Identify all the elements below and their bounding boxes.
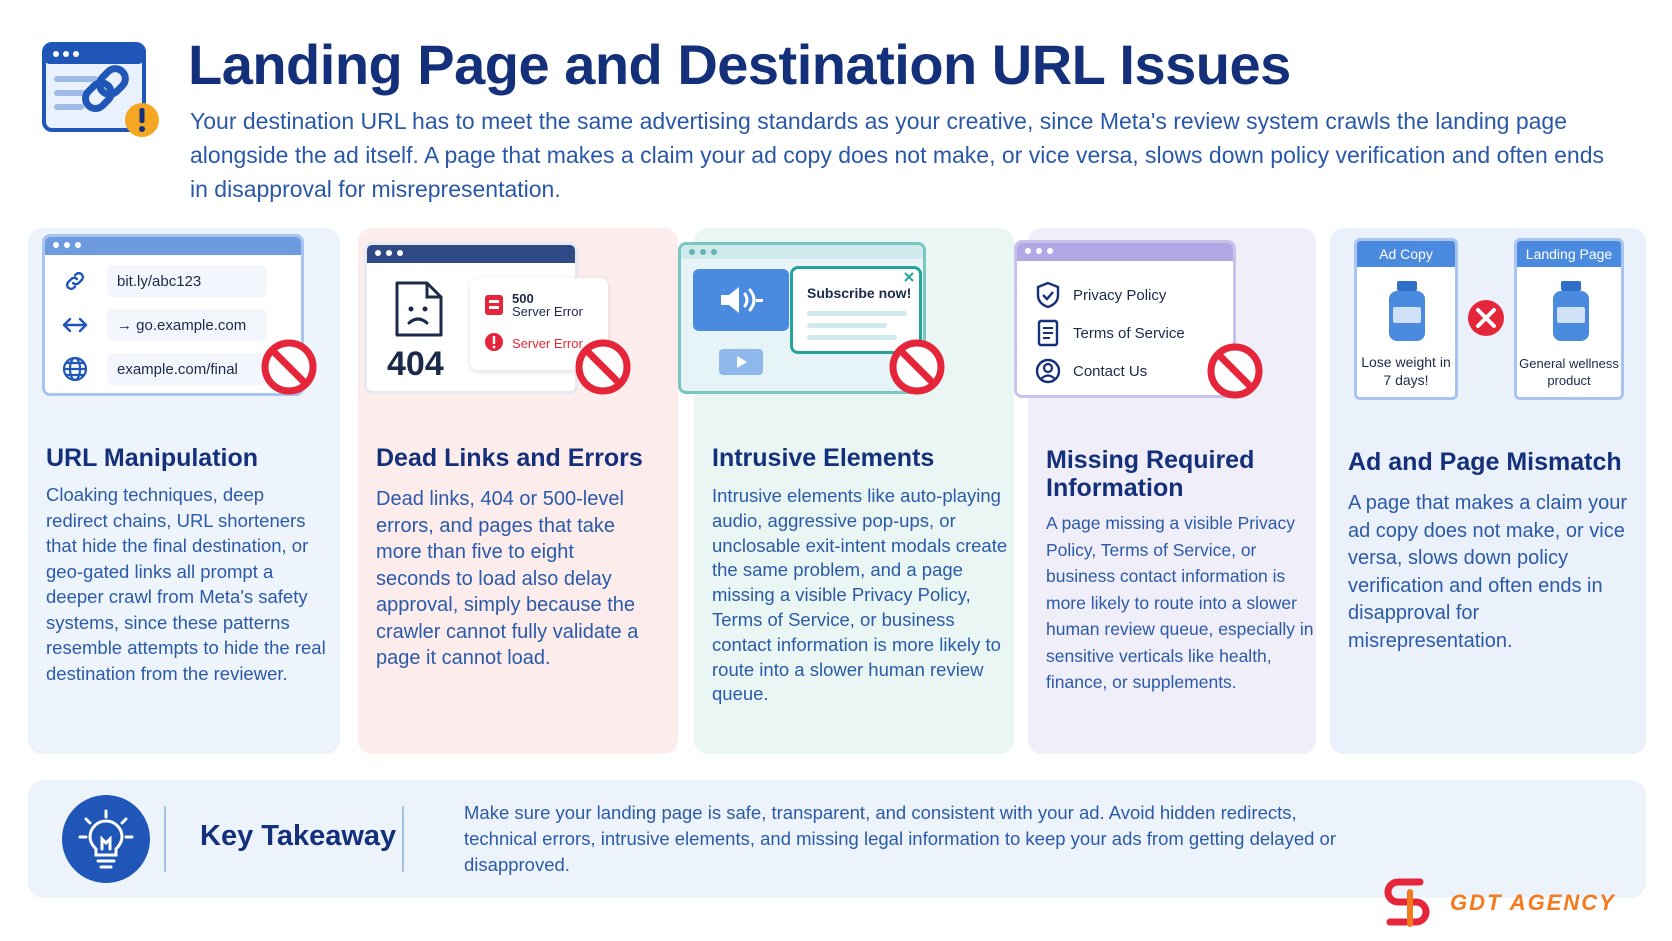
card-title: Ad and Page Mismatch: [1348, 448, 1622, 476]
error-code-404: 404: [387, 345, 444, 383]
shield-icon: [1036, 281, 1060, 309]
bottle-icon: [1553, 281, 1589, 341]
gdt-agency-logo: GDT AGENCY: [1380, 872, 1660, 934]
url-short: bit.ly/abc123: [107, 265, 267, 297]
mismatch-x-icon: [1468, 300, 1504, 336]
speaker-icon: [721, 287, 763, 313]
landing-page-caption: General wellness product: [1519, 356, 1619, 388]
card-ad-page-mismatch: Ad Copy Lose weight in 7 days! Landing P…: [1330, 228, 1646, 754]
user-icon: [1035, 358, 1061, 384]
card-body: Intrusive elements like auto-playing aud…: [712, 485, 1008, 705]
card-title: Intrusive Elements: [712, 444, 935, 472]
page-title: Landing Page and Destination URL Issues: [188, 33, 1291, 96]
card-title: Dead Links and Errors: [376, 444, 643, 472]
card-missing-info: Privacy Policy Terms of Service Contact …: [1014, 228, 1316, 754]
document-icon: [1037, 319, 1059, 347]
popup-modal: Subscribe now!: [790, 266, 922, 354]
popup-text: Subscribe now!: [807, 285, 912, 301]
card-body: Dead links, 404 or 500-level errors, and…: [376, 488, 639, 669]
error-panel: 500 Server Error Server Error: [470, 278, 608, 370]
link-privacy: Privacy Policy: [1035, 281, 1166, 309]
logo-text: GDT AGENCY: [1450, 890, 1616, 915]
card-body: A page that makes a claim your ad copy d…: [1348, 492, 1628, 652]
browser-mockup: bit.ly/abc123 → go.example.com example.c…: [42, 234, 304, 396]
prohibited-icon: [889, 339, 945, 395]
server-error-icon: [485, 295, 503, 315]
card-body: A page missing a visible Privacy Policy,…: [1046, 513, 1314, 692]
card-url-manipulation: bit.ly/abc123 → go.example.com example.c…: [28, 228, 340, 754]
error-500-label: Server Error: [512, 304, 583, 319]
card-dead-links: 404 500 Server Error Server Error Dead L…: [358, 228, 678, 754]
link-contact: Contact Us: [1035, 357, 1147, 385]
error-500-code: 500: [512, 291, 534, 306]
ad-copy-caption: Lose weight in 7 days!: [1361, 354, 1451, 388]
play-icon: [737, 356, 747, 368]
link-icon: [57, 263, 93, 299]
card-title: URL Manipulation: [46, 444, 259, 472]
card-intrusive-elements: Subscribe now! Intrusive Elements Intrus…: [678, 228, 1014, 754]
logo-mark-icon: [1384, 878, 1430, 927]
alert-icon: [485, 333, 503, 351]
ad-copy-panel: Ad Copy Lose weight in 7 days!: [1354, 238, 1458, 400]
card-title: Missing Required Information: [1046, 446, 1255, 502]
takeaway-title: Key Takeaway: [200, 820, 397, 852]
redirect-arrows-icon: [57, 307, 93, 343]
lightbulb-icon: [62, 795, 150, 883]
prohibited-icon: [1207, 343, 1263, 399]
intro-text: Your destination URL has to meet the sam…: [190, 108, 1605, 202]
url-final: example.com/final: [107, 353, 267, 385]
takeaway-text: Make sure your landing page is safe, tra…: [464, 802, 1336, 875]
url-redirect: → go.example.com: [107, 309, 267, 341]
error-label-secondary: Server Error: [512, 336, 583, 351]
browser-mockup: Privacy Policy Terms of Service Contact …: [1014, 240, 1236, 398]
sad-file-icon: [395, 281, 443, 337]
card-body: Cloaking techniques, deep redirect chain…: [46, 484, 326, 684]
bottle-icon: [1389, 281, 1425, 341]
browser-link-warning-icon: [42, 42, 160, 142]
audio-block: [693, 269, 789, 331]
key-takeaway-banner: Key Takeaway Make sure your landing page…: [28, 780, 1646, 898]
landing-page-panel: Landing Page General wellness product: [1514, 238, 1624, 400]
prohibited-icon: [575, 339, 631, 395]
prohibited-icon: [261, 339, 317, 395]
globe-icon: [57, 351, 93, 387]
link-terms: Terms of Service: [1035, 319, 1185, 347]
video-block: [719, 349, 763, 375]
close-icon: [904, 272, 914, 282]
